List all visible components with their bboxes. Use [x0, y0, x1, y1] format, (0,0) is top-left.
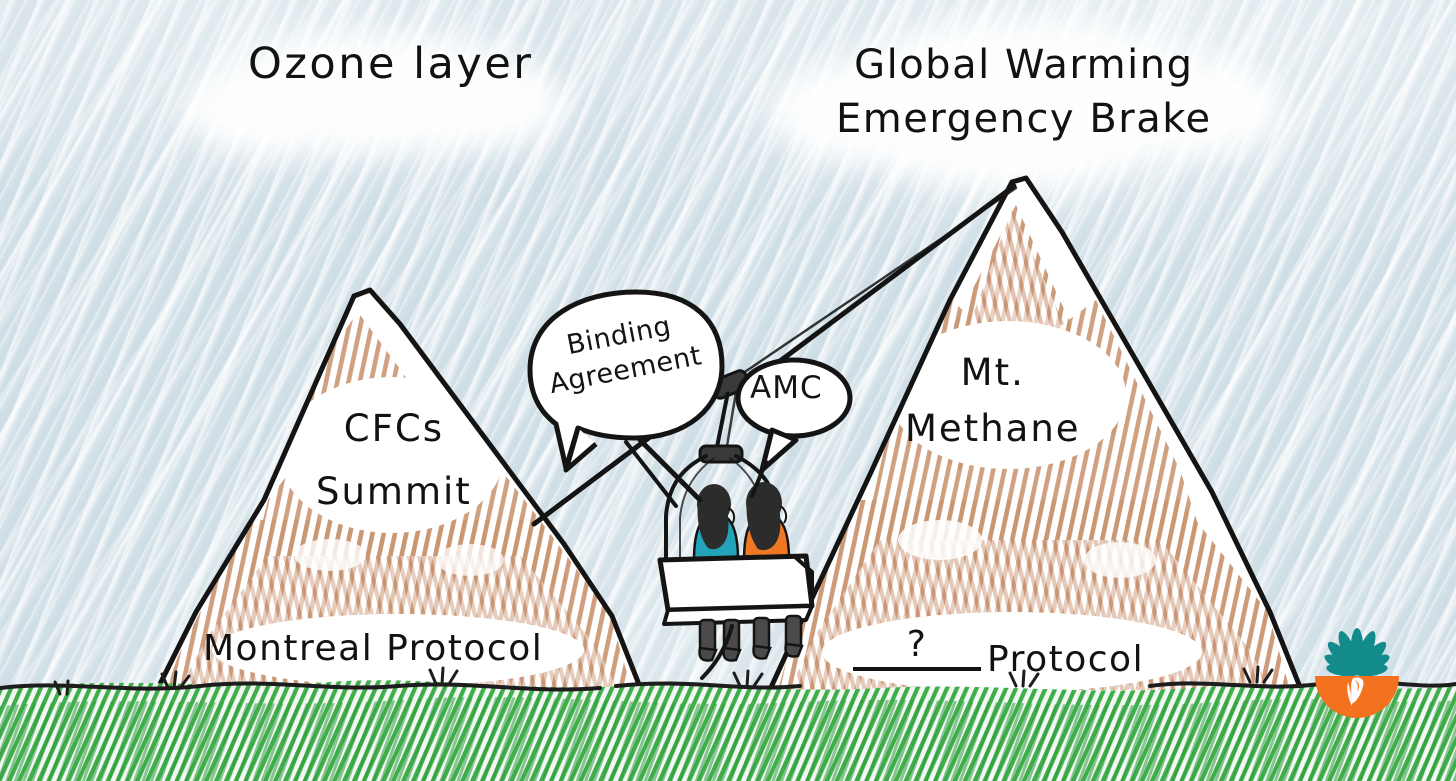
label-montreal-protocol: Montreal Protocol: [203, 628, 544, 669]
passenger-right: [742, 482, 791, 562]
speech-bubble-amc: [735, 357, 853, 498]
label-methane-line1: Mt.: [960, 351, 1025, 394]
bubble-text-amc: AMC: [750, 370, 823, 406]
label-gwe-line2: Emergency Brake: [836, 96, 1212, 142]
label-global-warming-emergency-brake: Global Warming Emergency Brake: [836, 38, 1212, 146]
ground-grass: [0, 665, 1456, 781]
speech-bubble-binding-agreement: [527, 289, 725, 508]
protocol-name-blank: ?: [853, 624, 981, 671]
question-mark: ?: [906, 624, 928, 665]
label-cfcs-line2: Summit: [316, 469, 472, 513]
label-cfcs-summit: CFCs Summit: [316, 398, 472, 524]
label-gwe-line1: Global Warming: [854, 42, 1194, 88]
label-methane-line2: Methane: [905, 406, 1081, 450]
label-blank-protocol: ? Protocol: [853, 624, 1145, 680]
logo-inner-glyph: [1351, 677, 1364, 704]
label-mt-methane: Mt. Methane: [905, 345, 1081, 456]
logo-inner-glyph-accent: [1347, 682, 1353, 706]
logo-mark: [1315, 628, 1399, 718]
gondola-car: [657, 369, 815, 680]
passenger-legs: [698, 614, 804, 662]
organization-logo: [1305, 628, 1409, 724]
cloud-ozone: [181, 34, 566, 156]
logo-petal-fan: [1324, 628, 1390, 677]
mountain-mt-methane: [765, 175, 1305, 697]
protocol-word: Protocol: [987, 639, 1145, 680]
passenger-left: [692, 484, 740, 562]
cloud-warming: [768, 22, 1282, 190]
mountain-cfcs-summit: [153, 287, 645, 695]
label-cfcs-line1: CFCs: [343, 407, 445, 450]
label-ozone-layer: Ozone layer: [248, 39, 534, 89]
